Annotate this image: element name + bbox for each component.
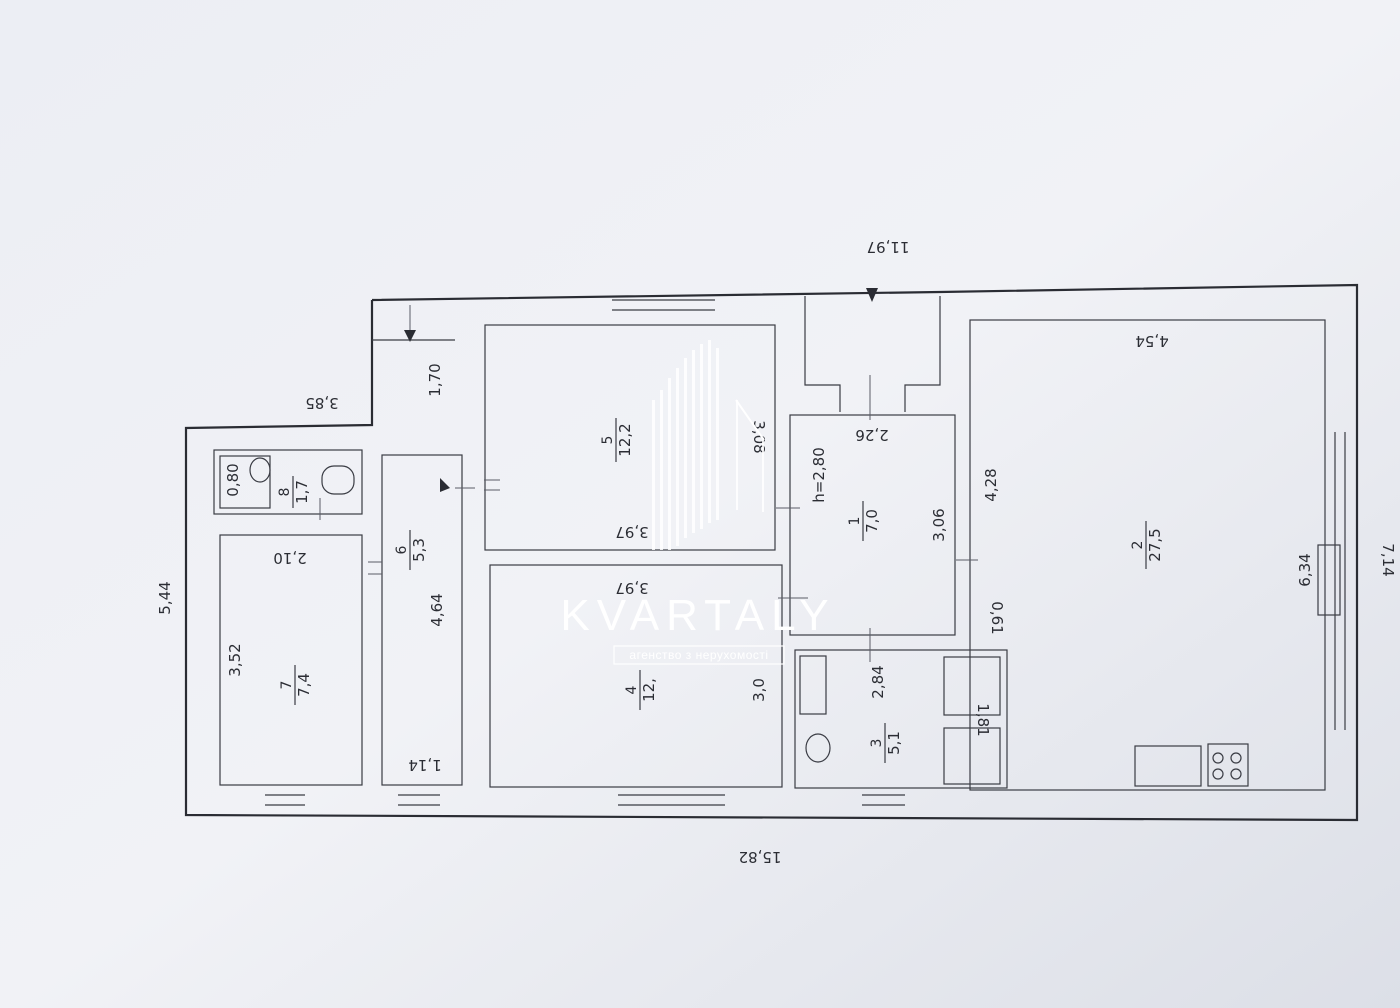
room-3-outline <box>794 649 1008 789</box>
room-3-number: 3 <box>869 739 885 748</box>
room-4-number: 4 <box>624 685 640 694</box>
dim-4-28: 4,28 <box>982 468 1000 501</box>
room-6-area: 5,3 <box>410 538 428 562</box>
room-7-outline <box>219 534 363 786</box>
dim-3-52: 3,52 <box>226 643 244 676</box>
watermark-brand: KVARTALY <box>560 591 835 640</box>
dim-left: 5,44 <box>156 581 174 614</box>
room-8-outline <box>213 449 363 515</box>
room-2-outline <box>969 319 1326 791</box>
room-3-area: 5,1 <box>885 731 903 755</box>
room-7-number: 7 <box>279 681 295 690</box>
room-6-outline <box>381 454 463 786</box>
dim-2-26: 2,26 <box>855 426 888 444</box>
room-2-number: 2 <box>1130 541 1146 550</box>
door-markers <box>319 375 978 662</box>
room-8-label: 8 1,7 <box>277 476 311 508</box>
room-3-label: 3 5,1 <box>869 723 903 763</box>
dim-3-0: 3,0 <box>750 678 768 702</box>
room-5-number: 5 <box>600 436 616 445</box>
dim-3-06: 3,06 <box>930 508 948 541</box>
dim-3-97-a: 3,97 <box>615 523 648 541</box>
dim-h-2-80: h=2,80 <box>810 447 828 502</box>
watermark-tagline: агенство з нерухомості <box>629 648 768 662</box>
room-5-label: 5 12,2 <box>600 418 634 462</box>
dim-right: 7,14 <box>1379 543 1397 576</box>
room-5-area: 12,2 <box>616 423 634 456</box>
windows <box>265 299 1346 806</box>
dim-2-10: 2,10 <box>273 549 306 567</box>
dim-0-61: 0,61 <box>988 601 1006 634</box>
dim-2-84: 2,84 <box>869 665 887 698</box>
room-8-number: 8 <box>277 488 293 497</box>
dim-top-mid: 11,97 <box>867 238 910 256</box>
room-5-outline <box>484 324 776 551</box>
dim-bottom: 15,82 <box>739 848 782 866</box>
dim-4-54: 4,54 <box>1135 332 1168 350</box>
dim-0-80: 0,80 <box>224 463 242 496</box>
room-1-area: 7,0 <box>863 509 881 533</box>
room-1-number: 1 <box>847 517 863 526</box>
room-4-outline <box>489 564 783 788</box>
room-6-number: 6 <box>394 545 410 554</box>
dim-top-left: 3,85 <box>305 394 338 412</box>
room-1-label: 1 7,0 <box>847 501 881 541</box>
room-4-area: 12, <box>640 678 658 702</box>
room-4-label: 4 12, <box>624 670 658 710</box>
dim-1-70: 1,70 <box>426 363 444 396</box>
watermark-logo: KVARTALY агенство з нерухомості <box>560 340 835 665</box>
dimension-lines <box>404 288 878 492</box>
room-1-outline <box>789 414 956 636</box>
vestibule-outline <box>804 296 941 412</box>
room-2-label: 2 27,5 <box>1130 521 1164 569</box>
dim-6-34: 6,34 <box>1296 553 1314 586</box>
dim-3-97-b: 3,97 <box>615 579 648 597</box>
dim-4-64: 4,64 <box>428 593 446 626</box>
dim-1-14: 1,14 <box>408 756 441 774</box>
room-8-area: 1,7 <box>293 480 311 504</box>
room-7-area: 7,4 <box>295 673 313 697</box>
room-7-label: 7 7,4 <box>279 665 313 705</box>
outer-walls <box>184 283 1359 822</box>
dim-1-81: 1,81 <box>974 703 992 736</box>
room-2-area: 27,5 <box>1146 528 1164 561</box>
logo-building-icon <box>652 340 765 550</box>
room-6-label: 6 5,3 <box>394 530 428 570</box>
